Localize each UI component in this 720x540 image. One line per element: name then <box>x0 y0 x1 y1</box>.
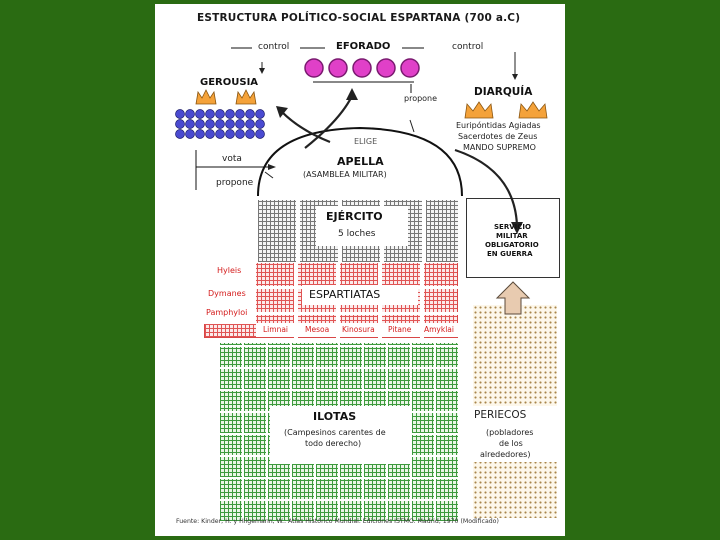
diarquia-to-servicio-arrow <box>454 148 519 227</box>
apella-to-gerousia-arrow <box>281 111 331 144</box>
ilotas-label-box <box>270 406 412 464</box>
periecos-label: PERIECOS <box>474 409 527 421</box>
periecos-service-arrow <box>495 281 531 315</box>
tribe-label: Pamphyloi <box>206 308 248 317</box>
diarquia-line-3: MANDO SUPREMO <box>463 143 536 152</box>
ejercito-label-box <box>316 206 408 246</box>
village-label: Amyklai <box>424 325 454 334</box>
periecos-line-3: alrededores) <box>480 450 531 459</box>
apella-label: APELLA <box>337 155 384 168</box>
periecos-line-2: de los <box>499 439 523 448</box>
apella-to-eforado-arrow <box>304 95 353 149</box>
servicio-line-2: MILITAR <box>496 232 528 240</box>
tribe-label: Dymanes <box>208 289 246 298</box>
village-label: Limnai <box>263 325 289 334</box>
ejercito-label: EJÉRCITO <box>326 210 383 223</box>
tribe-label: Hyleis <box>217 266 242 275</box>
periecos-line-1: (pobladores <box>486 428 534 437</box>
espartiatas-label: ESPARTIATAS <box>309 288 381 301</box>
gerousia-group <box>175 89 265 139</box>
geronte-icons <box>175 109 265 139</box>
arrows <box>261 52 519 227</box>
ejercito-subtitle: 5 loches <box>338 229 376 239</box>
apella-elige-label: ELIGE <box>354 137 378 146</box>
diarquia-line-2: Sacerdotes de Zeus <box>458 132 538 141</box>
eforos-circles <box>304 58 420 78</box>
king-crown-icon <box>195 89 257 105</box>
village-label: Mesoa <box>305 325 330 334</box>
control-right-label: control <box>452 42 484 52</box>
gerousia-vota-label: vota <box>222 154 242 164</box>
servicio-box <box>466 198 560 278</box>
gerousia-propone-label: propone <box>216 178 254 188</box>
eforado-label: EFORADO <box>336 41 391 52</box>
control-left-label: control <box>258 42 290 52</box>
diarquia-crowns <box>464 101 548 119</box>
villages-label-row <box>256 323 460 337</box>
diarquia-label: DIARQUÍA <box>474 86 533 98</box>
servicio-line-3: OBLIGATORIO <box>485 241 539 249</box>
eforo-icon <box>304 58 420 78</box>
diarquia-propone-label: propone <box>404 94 438 103</box>
source-note: Fuente: Kinder, H. y Hilgemann, W.: Atla… <box>176 518 499 525</box>
ilotas-line-1: (Campesinos carentes de <box>284 428 386 437</box>
king-crown-icon <box>464 101 548 119</box>
servicio-line-1: SERVICIO <box>494 223 531 231</box>
gerousia-label: GEROUSIA <box>200 77 259 88</box>
apella-subtitle: (ASAMBLEA MILITAR) <box>303 170 387 179</box>
diagram-title: ESTRUCTURA POLÍTICO-SOCIAL ESPARTANA (70… <box>197 12 521 24</box>
ilotas-label: ILOTAS <box>313 410 357 423</box>
espartiatas-label-box <box>302 285 418 305</box>
village-label: Pitane <box>388 325 412 334</box>
ilotas-line-2: todo derecho) <box>305 439 362 448</box>
village-label: Kinosura <box>342 325 375 334</box>
servicio-line-4: EN GUERRA <box>487 250 533 258</box>
diarquia-line-1: Euripóntidas Agiadas <box>456 121 541 130</box>
tribes-label-column <box>204 262 256 324</box>
periecos-label-box <box>472 406 558 462</box>
